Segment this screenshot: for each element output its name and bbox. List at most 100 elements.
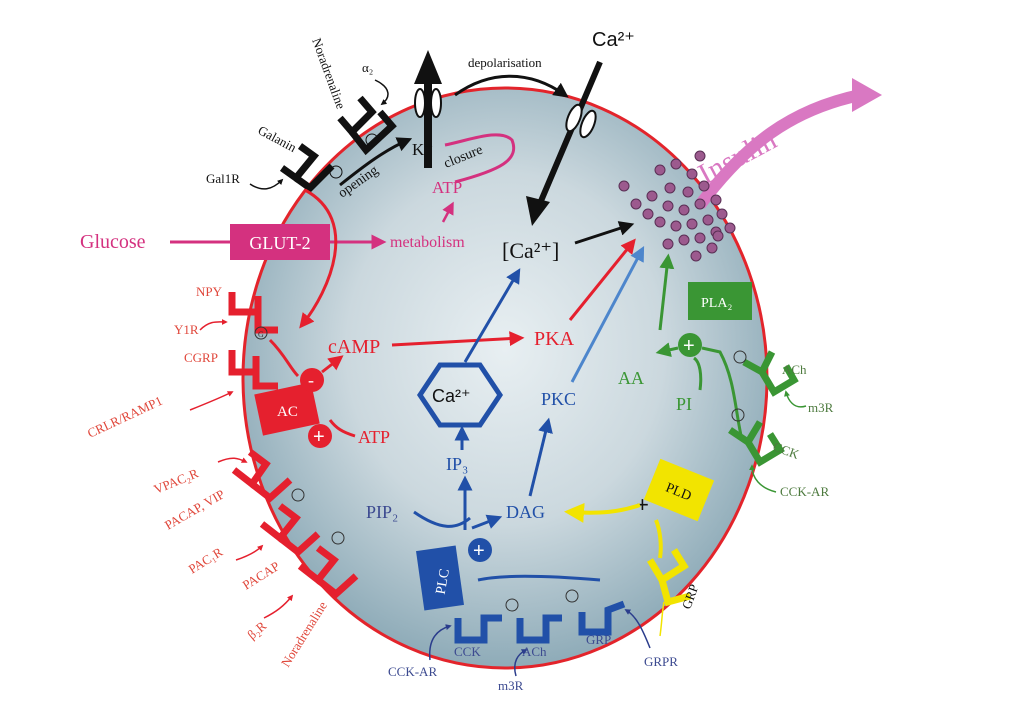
insulin-granule xyxy=(670,220,682,232)
ac-plus-label: + xyxy=(313,426,325,448)
phospholipase-a2 xyxy=(688,282,752,320)
insulin-granule xyxy=(698,180,710,192)
insulin-granule xyxy=(682,186,694,198)
atp-ac-label: ATP xyxy=(358,427,390,447)
ca-hexagon xyxy=(416,362,504,428)
receptor-to-plc-line xyxy=(477,574,601,582)
beta2r-label: β₂R xyxy=(244,618,269,642)
galanin-to-ac-arrow xyxy=(299,188,338,329)
y1r-pointer xyxy=(199,318,228,331)
g-protein-vpac2r xyxy=(291,488,305,502)
m3r-green-label: m3R xyxy=(808,400,834,415)
m3r-green-pointer xyxy=(784,390,807,408)
insulin-granule xyxy=(694,198,706,210)
grp-to-pld-line xyxy=(654,519,663,559)
pac1r-label: PAC₁R xyxy=(186,544,226,577)
pld-plus-label: + xyxy=(636,492,649,517)
g-protein-ach-green xyxy=(733,350,747,364)
insulin-granule xyxy=(724,222,736,234)
noradrenaline-top-label: Noradrenaline xyxy=(309,36,349,111)
adenylyl-cyclase xyxy=(254,382,320,436)
glut2-transporter xyxy=(230,224,330,260)
g-protein-cck-green xyxy=(731,408,745,422)
pld-to-dag-arrow xyxy=(564,502,641,523)
vpac2r-label: VPAC₂R xyxy=(152,465,201,497)
crlr-pointer xyxy=(189,391,234,411)
g-protein-top-1 xyxy=(365,133,379,147)
dag-label: DAG xyxy=(506,502,545,522)
pac1r-receptor xyxy=(259,503,321,557)
depolarisation-label: depolarisation xyxy=(468,55,542,70)
pip2-to-dag-arrow xyxy=(471,514,503,530)
insulin-granule xyxy=(678,204,690,216)
receptors-to-pla2-line xyxy=(701,346,744,441)
depolarisation-arrow xyxy=(454,74,569,98)
glucose-label: Glucose xyxy=(80,231,146,253)
phospholipase-c xyxy=(416,545,464,611)
plc-stimulation xyxy=(468,538,492,562)
cck-blue-label: CCK xyxy=(454,644,481,659)
metabolism-to-atp-arrow xyxy=(441,201,454,223)
camp-to-pka-arrow xyxy=(391,331,525,347)
grpr-pointer xyxy=(624,609,651,649)
glut2-label: GLUT-2 xyxy=(249,233,310,253)
ac-minus-label: - xyxy=(308,370,314,390)
insulin-granule xyxy=(646,190,658,202)
insulin-granule xyxy=(694,150,706,162)
insulin-granule xyxy=(678,234,690,246)
hex-to-ca-arrow xyxy=(463,268,521,363)
grp-receptor-blue xyxy=(578,600,626,636)
y1r-label: Y1R xyxy=(174,322,199,337)
g-protein-y1r xyxy=(254,326,268,340)
ach-receptor-green xyxy=(742,350,799,397)
g-protein-top-2 xyxy=(329,165,343,179)
cck-green-label: CCK xyxy=(771,439,802,462)
y1r-to-ac-arrow xyxy=(268,338,300,378)
ca-channel xyxy=(526,60,603,226)
phospholipase-d xyxy=(643,458,715,522)
ca-to-granules-arrow xyxy=(574,221,635,245)
noradrenaline-bottom-label: Noradrenaline xyxy=(278,598,330,669)
insulin-granule xyxy=(712,230,724,242)
insulin-granule xyxy=(670,158,682,170)
pip2-label: PIP₂ xyxy=(366,502,398,522)
k-channel xyxy=(414,50,442,168)
gal1r-label: Gal1R xyxy=(206,171,240,186)
cck-ar-green-label: CCK-AR xyxy=(780,484,829,499)
m3r-blue-pointer xyxy=(514,649,528,677)
insulin-granule xyxy=(642,208,654,220)
aa-label: AA xyxy=(618,368,644,388)
pka-to-ca-arrow xyxy=(568,238,636,321)
insulin-granule xyxy=(618,180,630,192)
ach-green-label: ACh xyxy=(782,362,807,377)
closure-loop xyxy=(444,133,516,184)
atp-top-label: ATP xyxy=(432,178,462,197)
insulin-granule xyxy=(706,242,718,254)
cgrp-label: CGRP xyxy=(184,350,218,365)
insulin-granule xyxy=(654,216,666,228)
cck-ar-green-pointer xyxy=(749,464,777,493)
alpha2-pointer xyxy=(374,79,389,106)
pla2-label: PLA₂ xyxy=(701,296,732,311)
ip3-label: IP₃ xyxy=(446,454,468,474)
alpha2-label: α₂ xyxy=(362,60,373,75)
grp-blue-label: GRP xyxy=(586,632,611,647)
ach-blue-label: ACh xyxy=(522,644,547,659)
insulin-granule xyxy=(662,200,674,212)
gal1r-pointer xyxy=(249,178,284,190)
insulin-granule xyxy=(702,214,714,226)
plc-plus-label: + xyxy=(473,540,485,562)
beta2r-pointer xyxy=(263,594,294,619)
cck-receptor-blue xyxy=(454,614,502,644)
crlr-ramp1-receptor xyxy=(228,350,278,390)
insulin-granule xyxy=(690,250,702,262)
g-protein-cck-blue xyxy=(505,598,519,612)
ac-to-camp-arrow xyxy=(321,355,344,374)
pkc-to-ca-arrow xyxy=(570,246,645,383)
ach-receptor-blue xyxy=(516,614,562,644)
ac-label: AC xyxy=(277,404,298,420)
m3r-blue-label: m3R xyxy=(498,678,524,693)
insulin-granule xyxy=(686,218,698,230)
pkc-label: PKC xyxy=(541,389,576,409)
insulin-granule xyxy=(710,194,722,206)
